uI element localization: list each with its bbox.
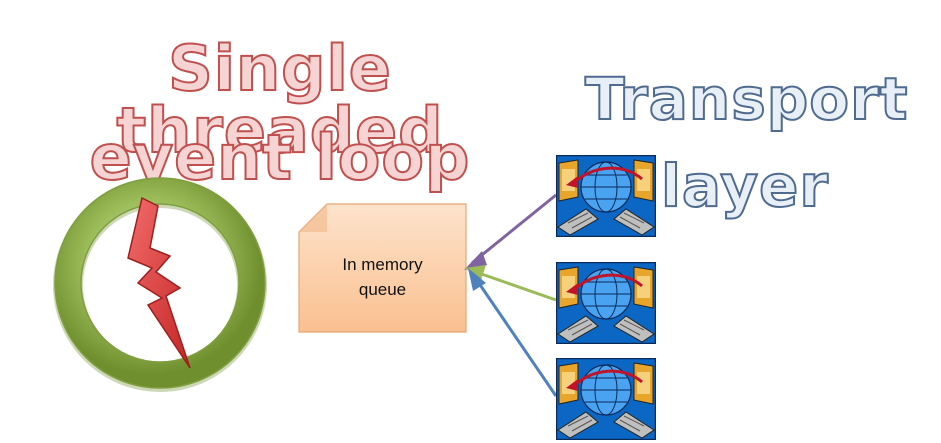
arrow-from-transport-3 [468, 268, 558, 397]
queue-label: In memory queue [300, 252, 465, 302]
network-transfer-icon [556, 358, 656, 440]
transport-label-line-2: layer [660, 152, 829, 220]
lightning-bolt-icon [127, 196, 191, 369]
transport-label-line-1: Transport [584, 65, 909, 133]
event-loop-ring-icon [53, 177, 267, 392]
arrow-from-transport-1 [464, 193, 557, 270]
queue-label-line-1: In memory [342, 255, 423, 274]
in-memory-queue-box [298, 203, 467, 333]
arrow-from-transport-2 [465, 265, 557, 302]
queue-label-line-2: queue [358, 280, 407, 299]
network-transfer-icon [556, 155, 656, 237]
title-line-1: Single threaded [115, 32, 444, 167]
network-transfer-icon [556, 262, 656, 344]
